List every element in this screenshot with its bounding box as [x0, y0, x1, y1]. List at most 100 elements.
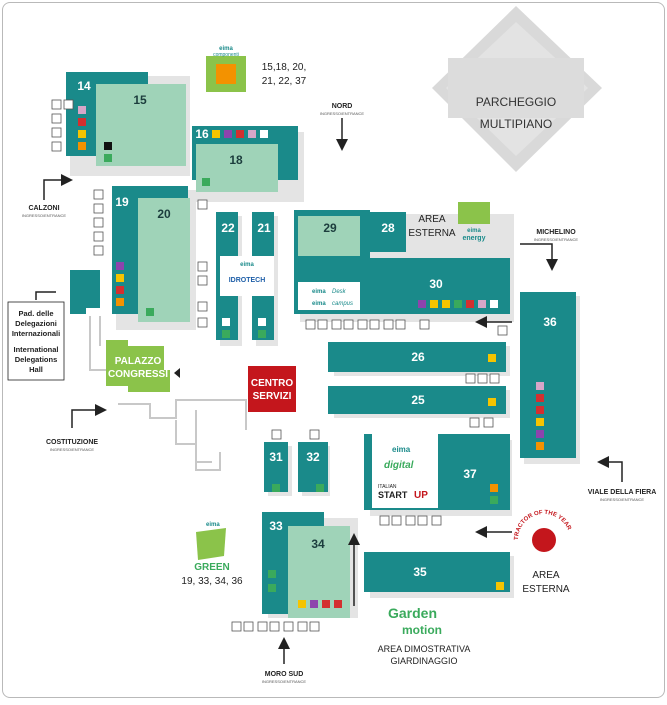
garden-area-1: AREA DIMOSTRATIVA: [378, 644, 471, 654]
digital-brand: eima: [392, 445, 411, 454]
energy-brand: eima: [467, 228, 481, 234]
area-esterna-top-2: ESTERNA: [408, 228, 456, 239]
hall-35-block: [364, 552, 510, 592]
garden-word: Garden: [388, 605, 437, 621]
entrance-michelino: MICHELINO: [536, 229, 576, 236]
digital-startup-logo: eima digital ITALIAN START UP: [378, 445, 428, 501]
hall-15-label: 15: [133, 93, 147, 107]
hall-26-block: [328, 342, 506, 372]
hall-21-label: 21: [257, 221, 271, 235]
palazzo-label-1: PALAZZO: [115, 356, 162, 367]
hall-18-label: 18: [229, 153, 243, 167]
digital-italian: ITALIAN: [378, 484, 397, 490]
componenti-name: componenti: [213, 52, 239, 58]
hall-25-block: [328, 386, 506, 414]
hall-37-label: 37: [463, 467, 477, 481]
hall-26-label: 26: [411, 350, 425, 364]
mint-halls: [96, 84, 360, 618]
hall-20-label: 20: [157, 207, 171, 221]
green-halls: 19, 33, 34, 36: [181, 576, 243, 587]
entrance-sublabels: INGRESSO/ENTRANCE INGRESSO/ENTRANCE INGR…: [22, 111, 645, 684]
componenti-logo: eima componenti 15,18, 20, 21, 22, 37: [206, 46, 307, 92]
hall-33-label: 33: [269, 519, 283, 533]
componenti-halls-1: 15,18, 20,: [262, 62, 306, 73]
hall-29-label: 29: [323, 221, 337, 235]
idrotech-panel: [220, 256, 274, 296]
garden-area-2: GIARDINAGGIO: [390, 656, 457, 666]
hall-numbers-dark: 15 18 20 29 34: [133, 93, 337, 551]
digital-panel: [372, 434, 438, 508]
motion-word: motion: [402, 623, 442, 637]
green-name: GREEN: [194, 562, 230, 573]
area-esterna-labels: AREA ESTERNA AREA ESTERNA: [408, 214, 570, 595]
area-esterna-right-1: AREA: [532, 570, 560, 581]
hall-22-label: 22: [221, 221, 235, 235]
parking-label-1: PARCHEGGIO: [476, 95, 556, 109]
campus-brand: eima: [312, 301, 326, 307]
hall-28-label: 28: [381, 221, 395, 235]
desk-brand: eima: [312, 289, 326, 295]
entrance-calzoni-sub: INGRESSO/ENTRANCE: [22, 213, 67, 218]
palazzo-congressi: PALAZZO CONGRESSI: [106, 340, 180, 392]
entrance-costituzione: COSTITUZIONE: [46, 439, 98, 446]
digital-up: UP: [414, 490, 428, 501]
hall-32-block: [298, 442, 328, 492]
entrance-moro-sub: INGRESSO/ENTRANCE: [262, 679, 307, 684]
hall-36-block: [520, 292, 576, 458]
desk-campus-logo: eima Desk eima campus: [312, 289, 353, 307]
palazzo-label-2: CONGRESSI: [108, 369, 168, 380]
delegations-it-3: Internazionali: [12, 329, 60, 338]
entrance-nord-sub: INGRESSO/ENTRANCE: [320, 111, 365, 116]
idrotech-logo: eima IDROTECH: [229, 262, 266, 284]
entrance-arrows: [35, 118, 623, 664]
entrance-calzoni: CALZONI: [28, 205, 59, 212]
brand-markers: [78, 106, 544, 608]
campus-label: campus: [332, 301, 353, 307]
delegations-en-3: Hall: [29, 365, 43, 374]
hall-15-block: [96, 84, 186, 166]
centro-servizi: CENTRO SERVIZI: [248, 366, 296, 412]
delegations-it-2: Delegazioni: [15, 319, 57, 328]
hall-29-inner: [298, 216, 360, 256]
entrance-moro: MORO SUD: [265, 671, 304, 678]
hall-31-label: 31: [269, 450, 283, 464]
hall-32-label: 32: [306, 450, 320, 464]
delegations-it-1: Pad. delle: [18, 309, 53, 318]
centro-label-2: SERVIZI: [253, 391, 292, 402]
hall-36-label: 36: [543, 315, 557, 329]
area-esterna-top-1: AREA: [418, 214, 446, 225]
parking-label-2: MULTIPIANO: [480, 117, 552, 131]
energy-logo: eima energy: [458, 202, 490, 242]
garden-motion-logo: Garden motion AREA DIMOSTRATIVA GIARDINA…: [378, 605, 471, 666]
entrance-costituzione-sub: INGRESSO/ENTRANCE: [50, 447, 95, 452]
hall-28-block: [370, 212, 406, 252]
service-icons: [51, 99, 508, 632]
digital-start: START: [378, 490, 408, 500]
tractor-of-the-year-logo: TRACTOR OF THE YEAR: [514, 510, 572, 552]
parking-structure: PARCHEGGIO MULTIPIANO: [432, 6, 602, 172]
entrance-michelino-sub: INGRESSO/ENTRANCE: [534, 237, 579, 242]
desk-panel: [298, 282, 360, 310]
hall-14-label: 14: [77, 79, 91, 93]
idrotech-name: IDROTECH: [229, 277, 266, 284]
walkways: [89, 316, 247, 471]
desk-label: Desk: [332, 289, 347, 295]
hall-31-block: [264, 442, 288, 492]
delegations-hall-block: [70, 270, 100, 314]
centro-label-1: CENTRO: [251, 378, 293, 389]
hall-35-label: 35: [413, 565, 427, 579]
area-esterna-right-2: ESTERNA: [522, 584, 570, 595]
digital-name: digital: [384, 460, 414, 471]
hall-20-block: [138, 198, 190, 322]
entrance-nord: NORD: [332, 103, 353, 110]
hall-25-label: 25: [411, 393, 425, 407]
entrance-viale-sub: INGRESSO/ENTRANCE: [600, 497, 645, 502]
hall-19-label: 19: [115, 195, 129, 209]
componenti-brand: eima: [219, 46, 233, 52]
green-brand: eima: [206, 522, 220, 528]
componenti-halls-2: 21, 22, 37: [262, 76, 307, 87]
delegations-en-2: Delegations: [15, 355, 58, 364]
idrotech-brand: eima: [240, 262, 254, 268]
